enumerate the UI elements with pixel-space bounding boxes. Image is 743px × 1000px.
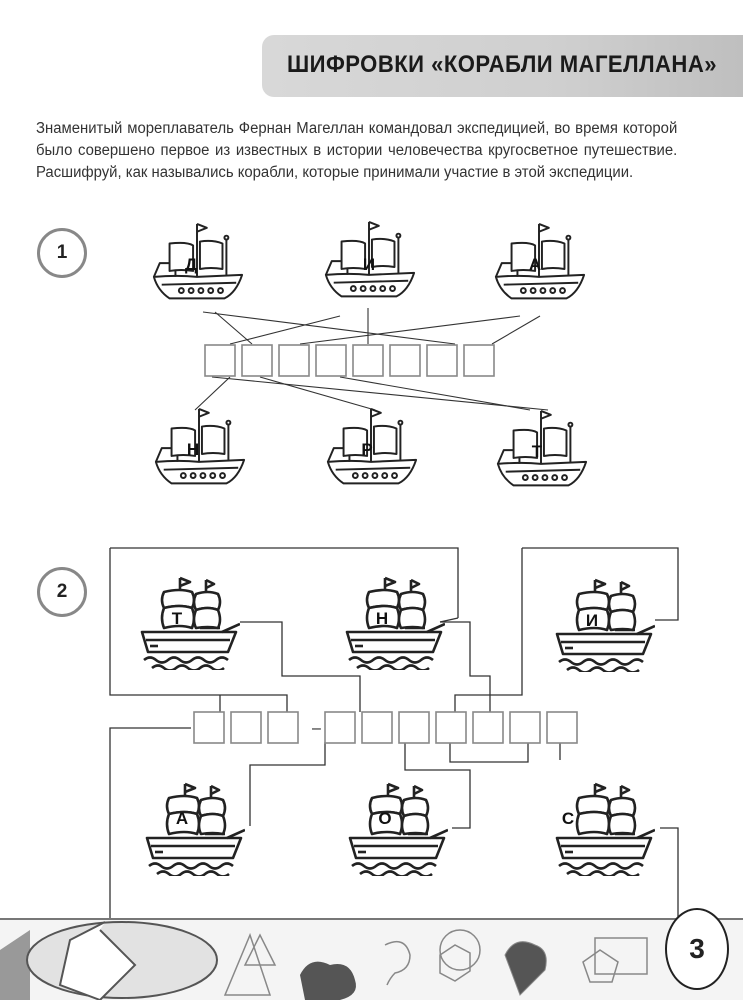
title-banner [262,35,743,97]
task1-connector-lines [194,308,549,411]
ship-letter: И [585,611,599,630]
footer-decoration [0,918,743,1000]
galleon-icon [140,576,240,670]
galleon-icon [345,576,445,670]
ship-letter: Т [171,609,183,628]
ship-letter: Н [375,609,389,628]
question-shape-icon [384,940,411,986]
intro-text: Знаменитый мореплаватель Фернан Магеллан… [36,120,678,181]
task1-answer-boxes [204,344,495,377]
ship-letter: Н [186,440,200,459]
ship-letter: Т [531,442,543,461]
triangle-shape-icon [223,932,277,996]
task1-number: 1 [37,228,87,278]
galleon-icon [145,782,245,876]
blob-shape-icon [504,941,547,996]
task2-number: 2 [37,567,87,617]
answer-dash: – [312,720,321,737]
ship-letter: А [528,255,542,274]
cloud-shape-icon [300,961,356,1000]
ship-letter: А [175,809,189,828]
ship-letter: С [561,809,575,828]
page-number: 3 [665,908,729,990]
ship-letter: Д [184,255,198,274]
page-title: ШИФРОВКИ «КОРАБЛИ МАГЕЛЛАНА» [287,51,717,78]
pentagon-shape-icon [582,949,619,983]
ship-letter: О [378,809,392,828]
circle-shape-icon [439,929,481,971]
task2-answer-boxes [193,711,578,744]
square-shape-icon [594,937,648,975]
ship-letter: Р [361,440,373,459]
star-shape-icon [58,921,137,1000]
ship-letter: И [362,255,376,274]
galleon-icon [555,578,655,672]
galleon-icon [348,782,448,876]
hexagon-shape-icon [439,944,471,982]
